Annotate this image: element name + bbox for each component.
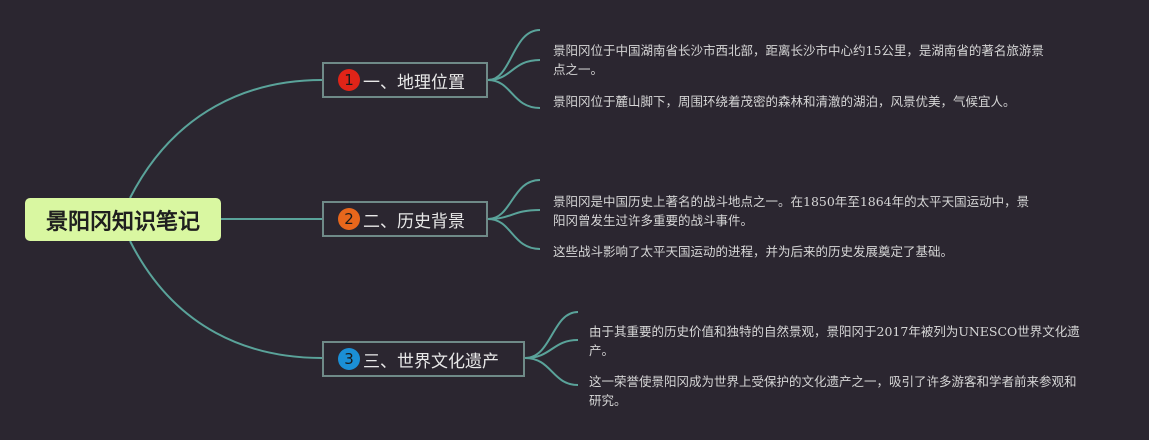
connector-topic-1-detail-2 <box>487 79 541 109</box>
topic-world-heritage-label: 三、世界文化遗产 <box>363 351 499 372</box>
detail-geography-1: 景阳冈位于中国湖南省长沙市西北部，距离长沙市中心约15公里，是湖南省的著名旅游景… <box>553 43 1044 77</box>
topic-world-heritage[interactable]: 3 三、世界文化遗产 <box>322 341 525 377</box>
root-topic-label: 景阳冈知识笔记 <box>45 209 200 235</box>
topic-history-label: 二、历史背景 <box>363 211 465 232</box>
number-3-icon: 3 <box>338 348 360 370</box>
topic-geography-label: 一、地理位置 <box>363 72 465 93</box>
connector-topic-3-detail-2 <box>524 357 579 386</box>
detail-history-2: 这些战斗影响了太平天国运动的进程，并为后来的历史发展奠定了基础。 <box>553 244 954 259</box>
connector-topic-1-detail-1b <box>487 59 541 81</box>
detail-heritage-2: 这一荣誉使景阳冈成为世界上受保护的文化遗产之一，吸引了许多游客和学者前来参观和研… <box>589 374 1077 408</box>
connector-topic-3-detail-1b <box>524 339 579 359</box>
connector-root-to-topic-3 <box>129 240 323 359</box>
detail-heritage-1: 由于其重要的历史价值和独特的自然景观，景阳冈于2017年被列为UNESCO世界文… <box>589 324 1080 358</box>
detail-history-1: 景阳冈是中国历史上著名的战斗地点之一。在1850年至1864年的太平天国运动中，… <box>553 194 1030 228</box>
topic-geography[interactable]: 1 一、地理位置 <box>322 62 488 98</box>
connector-root-to-topic-1 <box>129 79 323 199</box>
connector-topic-1-detail-1 <box>487 29 541 81</box>
number-2-icon: 2 <box>338 208 360 230</box>
topic-history[interactable]: 2 二、历史背景 <box>322 201 488 237</box>
detail-geography-2: 景阳冈位于麓山脚下，周围环绕着茂密的森林和清澈的湖泊，风景优美，气候宜人。 <box>553 94 1016 109</box>
root-topic[interactable]: 景阳冈知识笔记 <box>25 198 221 241</box>
connector-topic-2-detail-2 <box>487 218 541 250</box>
connector-topic-3-detail-1 <box>524 311 579 359</box>
connector-topic-2-detail-1b <box>487 209 541 220</box>
number-1-icon: 1 <box>338 69 360 91</box>
